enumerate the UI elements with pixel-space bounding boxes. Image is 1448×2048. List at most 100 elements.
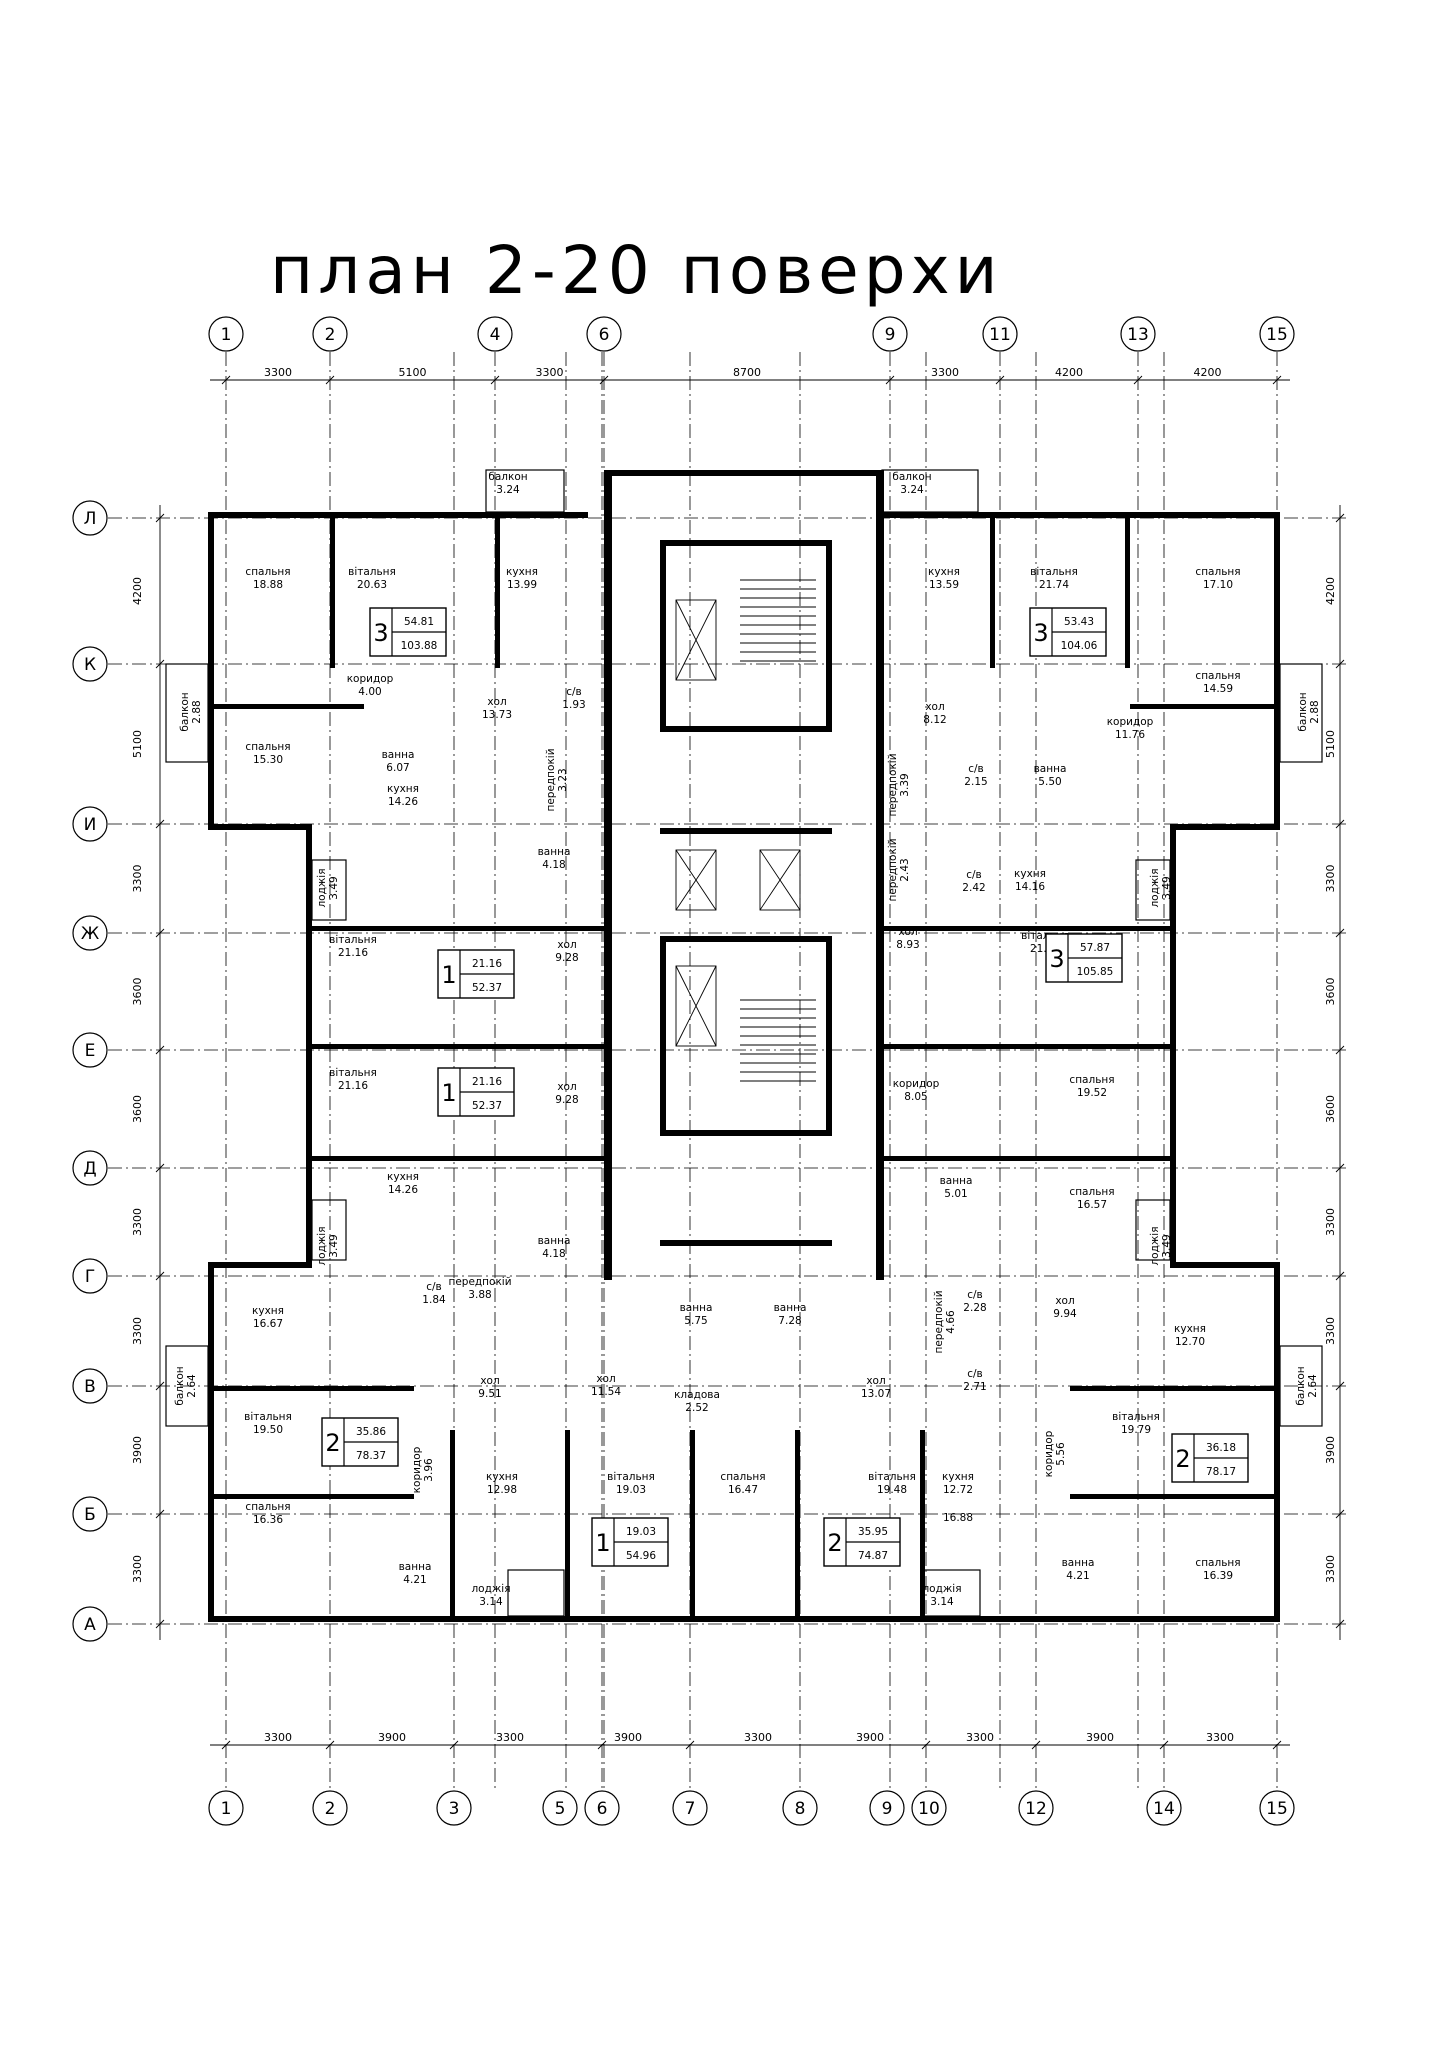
axis-top-6: 6: [599, 325, 610, 345]
axis-bottom-6-circle: [584, 1790, 620, 1826]
apartment-room-count-4: 1: [441, 1079, 456, 1107]
room-name-5: с/в: [566, 686, 582, 698]
room-name-61: спальня: [1069, 1074, 1114, 1086]
apartment-total-area-2: 52.37: [472, 982, 502, 994]
apartment-living-area-0: 54.81: [404, 616, 434, 628]
room-area-4: 13.73: [482, 709, 512, 721]
apartment-total-area-4: 52.37: [472, 1100, 502, 1112]
apartment-living-area-4: 21.16: [472, 1076, 502, 1088]
dim-left-7: 3900: [131, 1436, 144, 1464]
room-area-23: 3.88: [468, 1289, 491, 1301]
axis-side-3: Ж: [81, 924, 99, 944]
room-area-24: 9.51: [478, 1388, 501, 1400]
apartment-total-area-3: 105.85: [1077, 966, 1114, 978]
axis-top-15: 15: [1266, 325, 1288, 345]
apartment-room-count-8: 2: [827, 1529, 842, 1557]
room-area-52: 3.39: [899, 773, 911, 796]
dim-right-1: 5100: [1324, 730, 1337, 758]
room-area-74: 16.39: [1203, 1570, 1233, 1582]
room-name-25: балкон: [174, 1366, 186, 1405]
room-area-66: 4.66: [945, 1310, 957, 1334]
room-area-58: 8.93: [896, 939, 919, 951]
apartment-living-area-6: 36.18: [1206, 1442, 1236, 1454]
apartment-room-count-3: 3: [1049, 945, 1064, 973]
axis-top-13: 13: [1127, 325, 1149, 345]
room-area-45: 21.74: [1039, 579, 1069, 591]
room-area-22: 1.84: [422, 1294, 446, 1306]
room-name-51: ванна: [1034, 763, 1067, 775]
room-label-5: с/в1.93: [562, 686, 585, 711]
axis-side-5-circle: [72, 1150, 108, 1186]
dim-bottom-3: 3900: [614, 1731, 642, 1744]
axis-top-1: 1: [221, 325, 232, 345]
room-area-32: 11.54: [591, 1386, 621, 1398]
axis-side-1-circle: [72, 646, 108, 682]
dim-bottom-7: 3900: [1086, 1731, 1114, 1744]
room-area-60: 8.05: [904, 1091, 927, 1103]
axis-top-9: 9: [885, 325, 896, 345]
room-area-26: 19.50: [253, 1424, 283, 1436]
room-name-29: ванна: [399, 1561, 432, 1573]
apartment-total-area-7: 54.96: [626, 1550, 656, 1562]
axis-side-8-circle: [72, 1496, 108, 1532]
room-name-46: спальня: [1195, 566, 1240, 578]
axis-top-11: 11: [989, 325, 1011, 345]
room-area-36: 19.03: [616, 1484, 646, 1496]
room-area-33: 5.75: [684, 1315, 707, 1327]
apartment-room-count-1: 3: [1033, 619, 1048, 647]
room-name-32: хол: [596, 1373, 615, 1385]
plan-title: план 2-20 поверхи: [270, 232, 1003, 309]
room-area-46: 17.10: [1203, 579, 1233, 591]
room-name-35: кладова: [674, 1389, 720, 1401]
room-name-50: с/в: [968, 763, 984, 775]
room-name-45: вітальня: [1030, 566, 1078, 578]
room-area-0: 18.88: [253, 579, 283, 591]
room-area-64: 3.49: [1161, 1234, 1173, 1257]
axis-bottom-5-circle: [542, 1790, 578, 1826]
room-name-54: передпокій: [887, 838, 899, 901]
grid-lines: [108, 352, 1350, 1790]
room-area-67: 2.28: [963, 1302, 986, 1314]
axis-top-15-circle: [1259, 316, 1295, 352]
dim-top-2: 3300: [536, 366, 564, 379]
room-name-73: ванна: [1062, 1557, 1095, 1569]
room-area-37: 16.47: [728, 1484, 758, 1496]
room-name-23: передпокій: [448, 1276, 511, 1288]
dim-bottom-2: 3300: [496, 1731, 524, 1744]
room-name-68: кухня: [1174, 1323, 1206, 1335]
axis-bottom-15: 15: [1266, 1799, 1288, 1819]
room-name-38: хол: [866, 1375, 885, 1387]
room-area-18: 14.26: [388, 1184, 418, 1196]
apartment-room-count-2: 1: [441, 961, 456, 989]
